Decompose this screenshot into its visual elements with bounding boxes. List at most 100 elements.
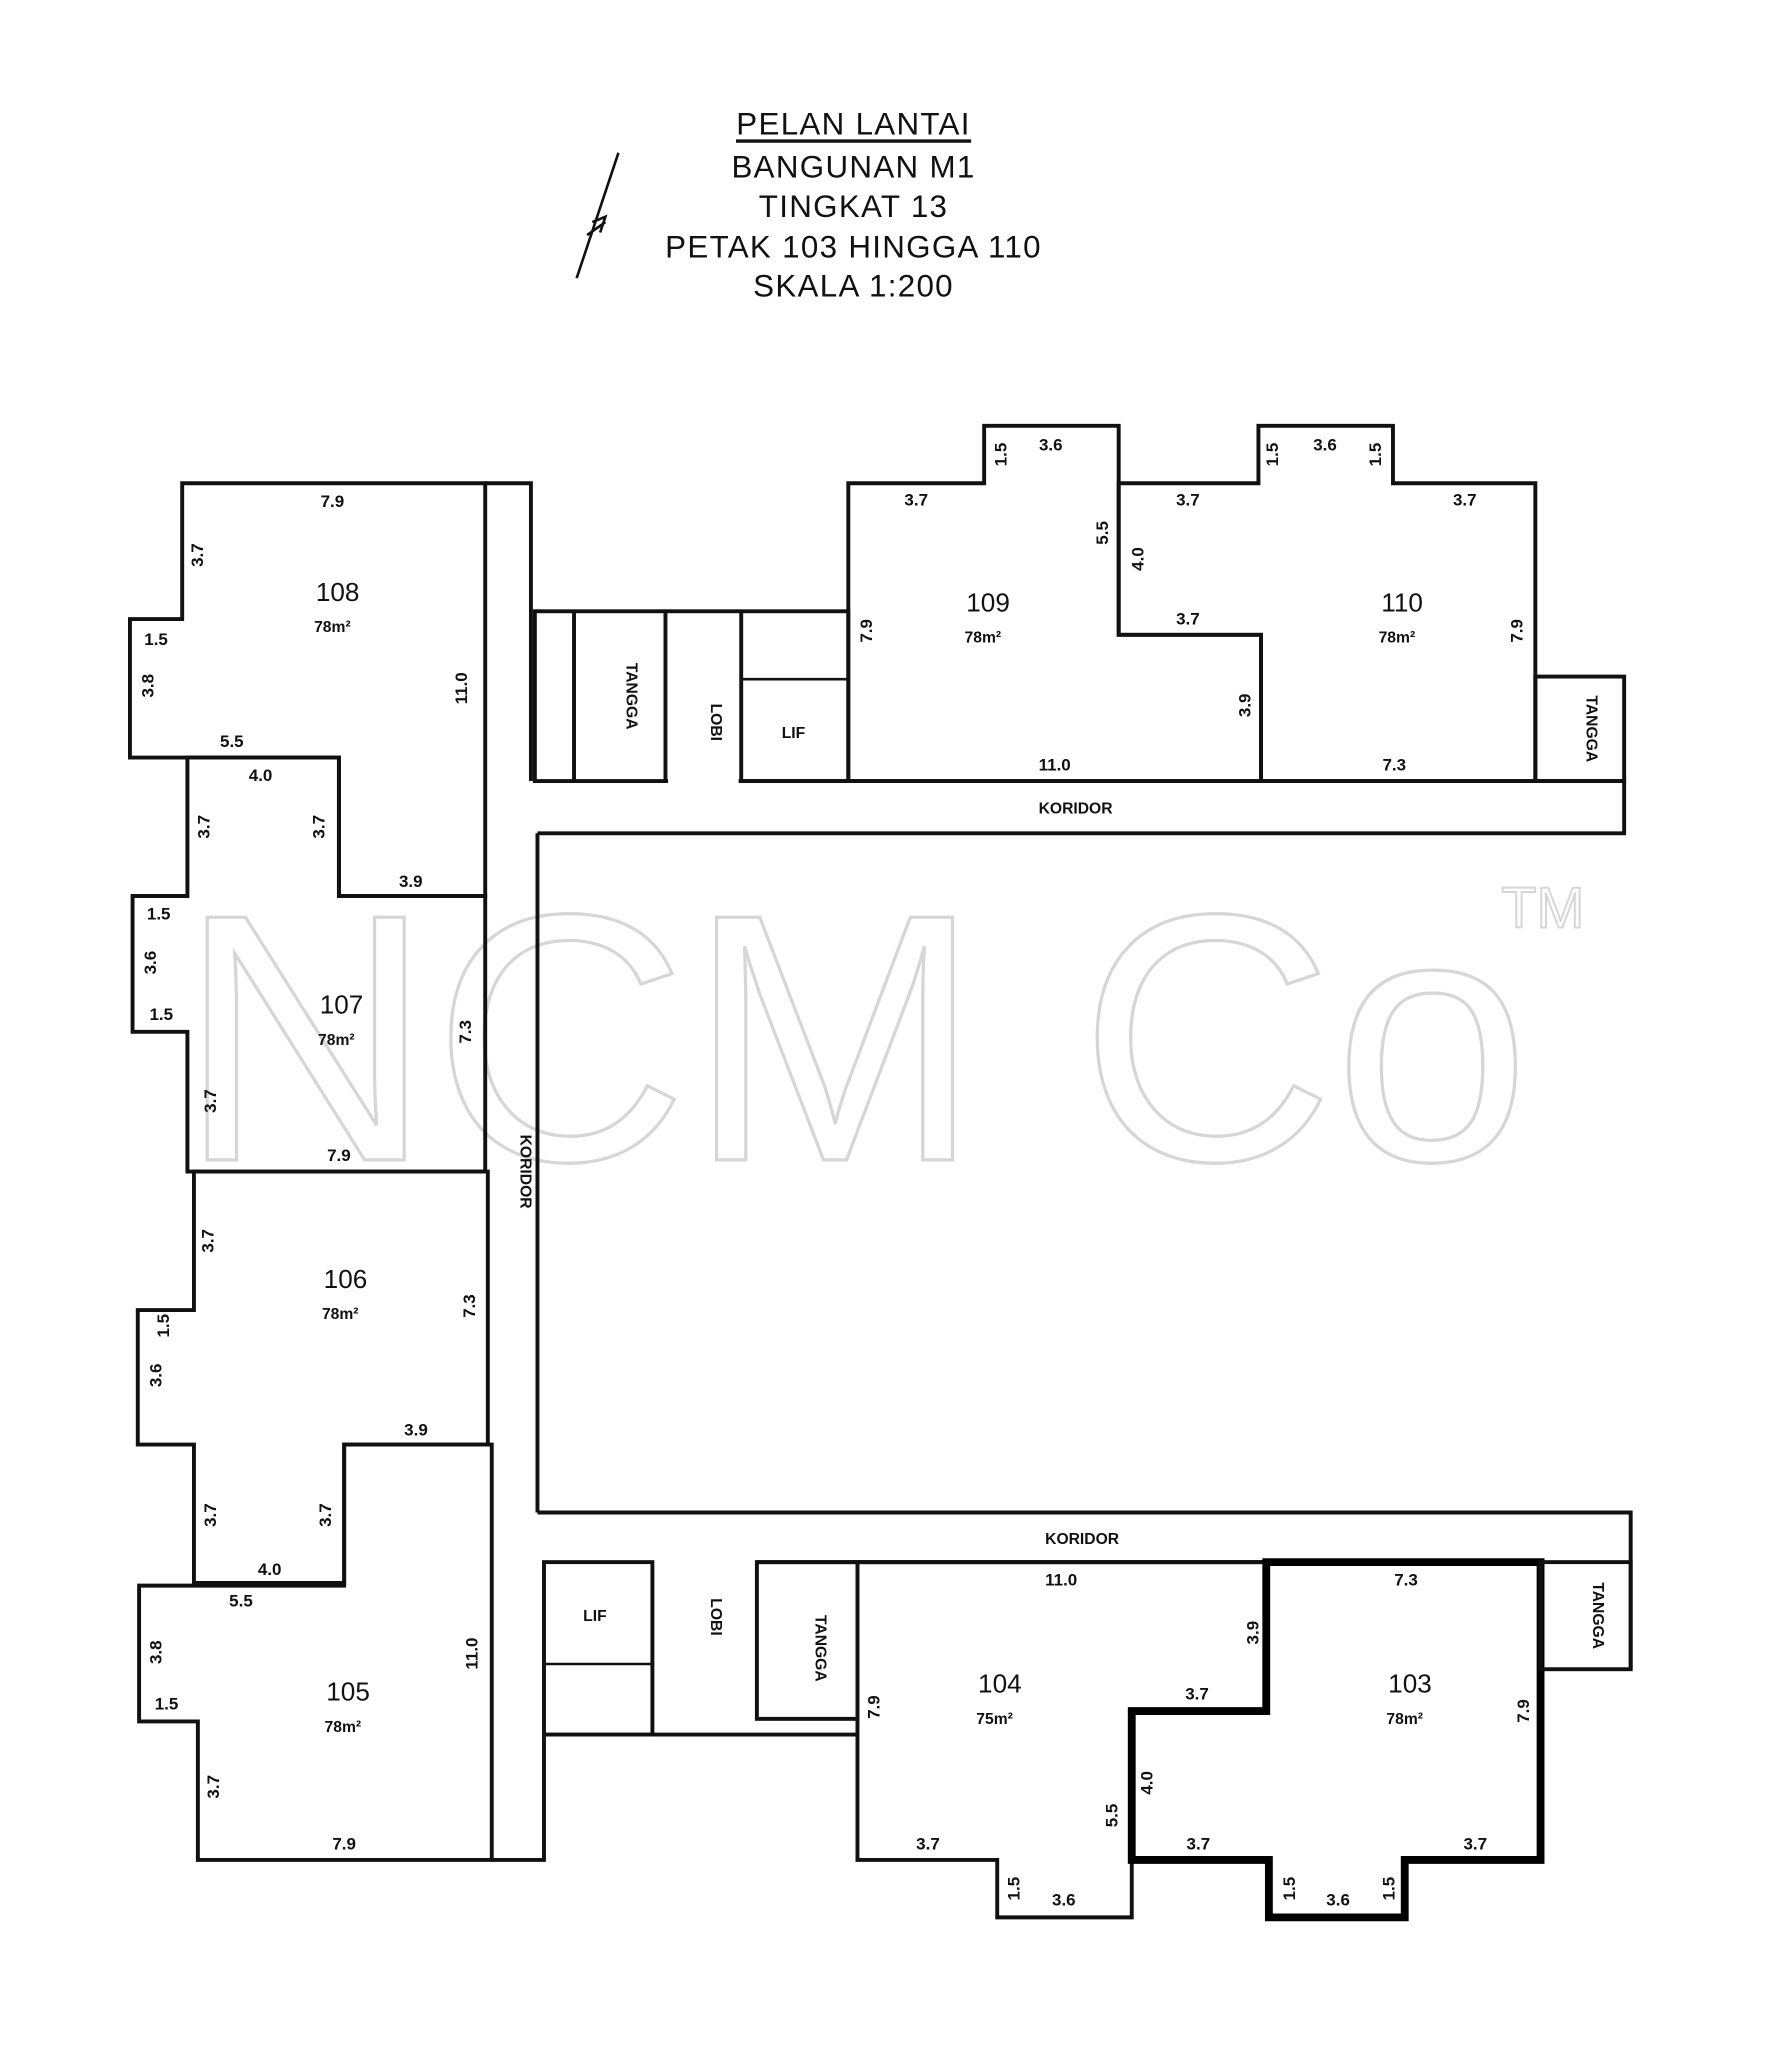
lift-label: LIF bbox=[583, 1608, 606, 1625]
dimension-label: 3.6 bbox=[1326, 1891, 1350, 1910]
dimension-label: 3.7 bbox=[1463, 1834, 1487, 1853]
dimension-label: 3.6 bbox=[146, 1364, 165, 1388]
dimension-label: 3.7 bbox=[904, 490, 928, 509]
dimension-label: 3.7 bbox=[310, 815, 329, 839]
dimension-label: 7.9 bbox=[865, 1695, 884, 1719]
dimension-label: 1.5 bbox=[154, 1314, 173, 1338]
dimension-label: 3.7 bbox=[1185, 1684, 1209, 1703]
unit-number: 110 bbox=[1381, 587, 1423, 617]
unit-area: 78m² bbox=[314, 619, 351, 636]
dimension-label: 7.9 bbox=[332, 1834, 356, 1853]
corridor-label: KORIDOR bbox=[516, 1135, 533, 1209]
common-labels: KORIDOR KORIDOR KORIDOR TANGGA TANGGA TA… bbox=[516, 663, 1605, 1682]
upper-corridor bbox=[537, 779, 1627, 836]
dimension-label: 3.7 bbox=[316, 1503, 335, 1527]
dimension-label: 5.5 bbox=[1102, 1804, 1121, 1828]
lobby-label: LOBI bbox=[707, 704, 724, 741]
dimension-label: 7.9 bbox=[321, 492, 345, 511]
dimension-label: 11.0 bbox=[1045, 1571, 1077, 1590]
dimension-label: 3.6 bbox=[141, 951, 160, 975]
dimension-label: 3.7 bbox=[1453, 490, 1477, 509]
stair-label: TANGGA bbox=[1589, 1582, 1606, 1649]
dimension-label: 3.9 bbox=[1243, 1621, 1262, 1645]
dimension-label: 7.9 bbox=[1507, 619, 1526, 643]
lift-label: LIF bbox=[782, 725, 805, 742]
dimension-labels: 7.9 3.7 1.5 3.8 5.5 11.0 4.0 3.7 3.7 3.9 1.5 3.6 1.5… bbox=[138, 436, 1532, 1910]
dimension-label: 11.0 bbox=[452, 672, 471, 704]
watermark: NCM Co TM bbox=[177, 839, 1586, 1236]
dimension-label: 1.5 bbox=[155, 1695, 179, 1714]
dimension-label: 1.5 bbox=[1263, 443, 1282, 467]
dimension-label: 3.9 bbox=[1236, 694, 1255, 718]
dimension-label: 3.8 bbox=[138, 674, 157, 698]
title-pelan-lantai: PELAN LANTAI bbox=[736, 107, 970, 142]
dimension-label: 3.6 bbox=[1052, 1891, 1076, 1910]
dimension-label: 3.7 bbox=[1176, 490, 1200, 509]
dimension-label: 3.7 bbox=[916, 1834, 940, 1853]
dimension-label: 1.5 bbox=[1366, 443, 1385, 467]
lower-right-stair bbox=[1538, 1560, 1633, 1672]
dimension-label: 11.0 bbox=[462, 1638, 481, 1670]
dimension-label: 7.9 bbox=[857, 619, 876, 643]
dimension-label: 3.7 bbox=[204, 1775, 223, 1799]
dimension-label: 1.5 bbox=[991, 443, 1010, 467]
title-lots: PETAK 103 HINGGA 110 bbox=[665, 229, 1042, 264]
watermark-text: NCM Co bbox=[178, 841, 1530, 1235]
unit-number: 104 bbox=[978, 1669, 1022, 1699]
unit-number: 103 bbox=[1388, 1669, 1432, 1699]
dimension-label: 7.3 bbox=[1382, 756, 1406, 775]
dimension-label: 7.9 bbox=[1514, 1699, 1533, 1723]
unit-number: 107 bbox=[320, 990, 364, 1020]
title-level: TINGKAT 13 bbox=[759, 189, 948, 224]
dimension-label: 1.5 bbox=[1379, 1877, 1398, 1901]
dimension-label: 3.8 bbox=[146, 1640, 165, 1664]
unit-109-outline bbox=[846, 423, 1264, 784]
dimension-label: 5.5 bbox=[1093, 521, 1112, 545]
dimension-label: 7.3 bbox=[1394, 1571, 1418, 1590]
dimension-label: 1.5 bbox=[1280, 1877, 1299, 1901]
stair-label: TANGGA bbox=[1582, 695, 1599, 762]
stair-label: TANGGA bbox=[622, 663, 639, 730]
unit-number: 106 bbox=[324, 1264, 368, 1294]
lobby-label: LOBI bbox=[707, 1598, 724, 1635]
stair-label: TANGGA bbox=[812, 1615, 829, 1682]
corridor-label: KORIDOR bbox=[1039, 801, 1113, 818]
upper-core bbox=[532, 609, 851, 784]
dimension-label: 7.3 bbox=[460, 1294, 479, 1318]
dimension-label: 11.0 bbox=[1039, 756, 1071, 775]
lower-core bbox=[542, 1560, 860, 1737]
dimension-label: 7.9 bbox=[327, 1146, 351, 1165]
title-building: BANGUNAN M1 bbox=[731, 150, 975, 185]
dimension-label: 5.5 bbox=[229, 1592, 253, 1611]
unit-103-outline bbox=[1127, 1558, 1545, 1922]
title-block: PELAN LANTAI BANGUNAN M1 TINGKAT 13 PETA… bbox=[665, 107, 1042, 304]
unit-number: 109 bbox=[966, 587, 1010, 617]
dimension-label: 3.7 bbox=[199, 1229, 218, 1253]
dimension-label: 4.0 bbox=[258, 1560, 282, 1579]
unit-area: 78m² bbox=[965, 630, 1002, 647]
unit-110-outline bbox=[1116, 423, 1538, 784]
dimension-label: 3.6 bbox=[1039, 436, 1063, 455]
dimension-label: 5.5 bbox=[220, 732, 244, 751]
dimension-label: 1.5 bbox=[144, 630, 168, 649]
dimension-label: 3.9 bbox=[404, 1420, 428, 1439]
dimension-label: 4.0 bbox=[1129, 547, 1148, 571]
unit-area: 78m² bbox=[318, 1032, 355, 1049]
dimension-label: 3.7 bbox=[195, 815, 214, 839]
dimension-label: 7.3 bbox=[456, 1020, 475, 1044]
dimension-label: 1.5 bbox=[147, 905, 171, 924]
unit-number: 105 bbox=[326, 1677, 370, 1707]
dimension-label: 3.6 bbox=[1313, 436, 1337, 455]
title-scale: SKALA 1:200 bbox=[753, 268, 954, 303]
dimension-label: 4.0 bbox=[1138, 1771, 1157, 1795]
watermark-tm: TM bbox=[1501, 876, 1584, 940]
dimension-label: 1.5 bbox=[149, 1005, 173, 1024]
unit-area: 75m² bbox=[976, 1711, 1013, 1728]
dimension-label: 3.7 bbox=[188, 543, 207, 567]
dimension-label: 3.9 bbox=[399, 872, 423, 891]
unit-104-outline bbox=[855, 1560, 1269, 1920]
left-corridor bbox=[485, 481, 546, 1862]
dimension-label: 3.7 bbox=[201, 1089, 220, 1113]
unit-labels: 10878m²10778m²10678m²10578m²10978m²11078… bbox=[314, 577, 1432, 1736]
